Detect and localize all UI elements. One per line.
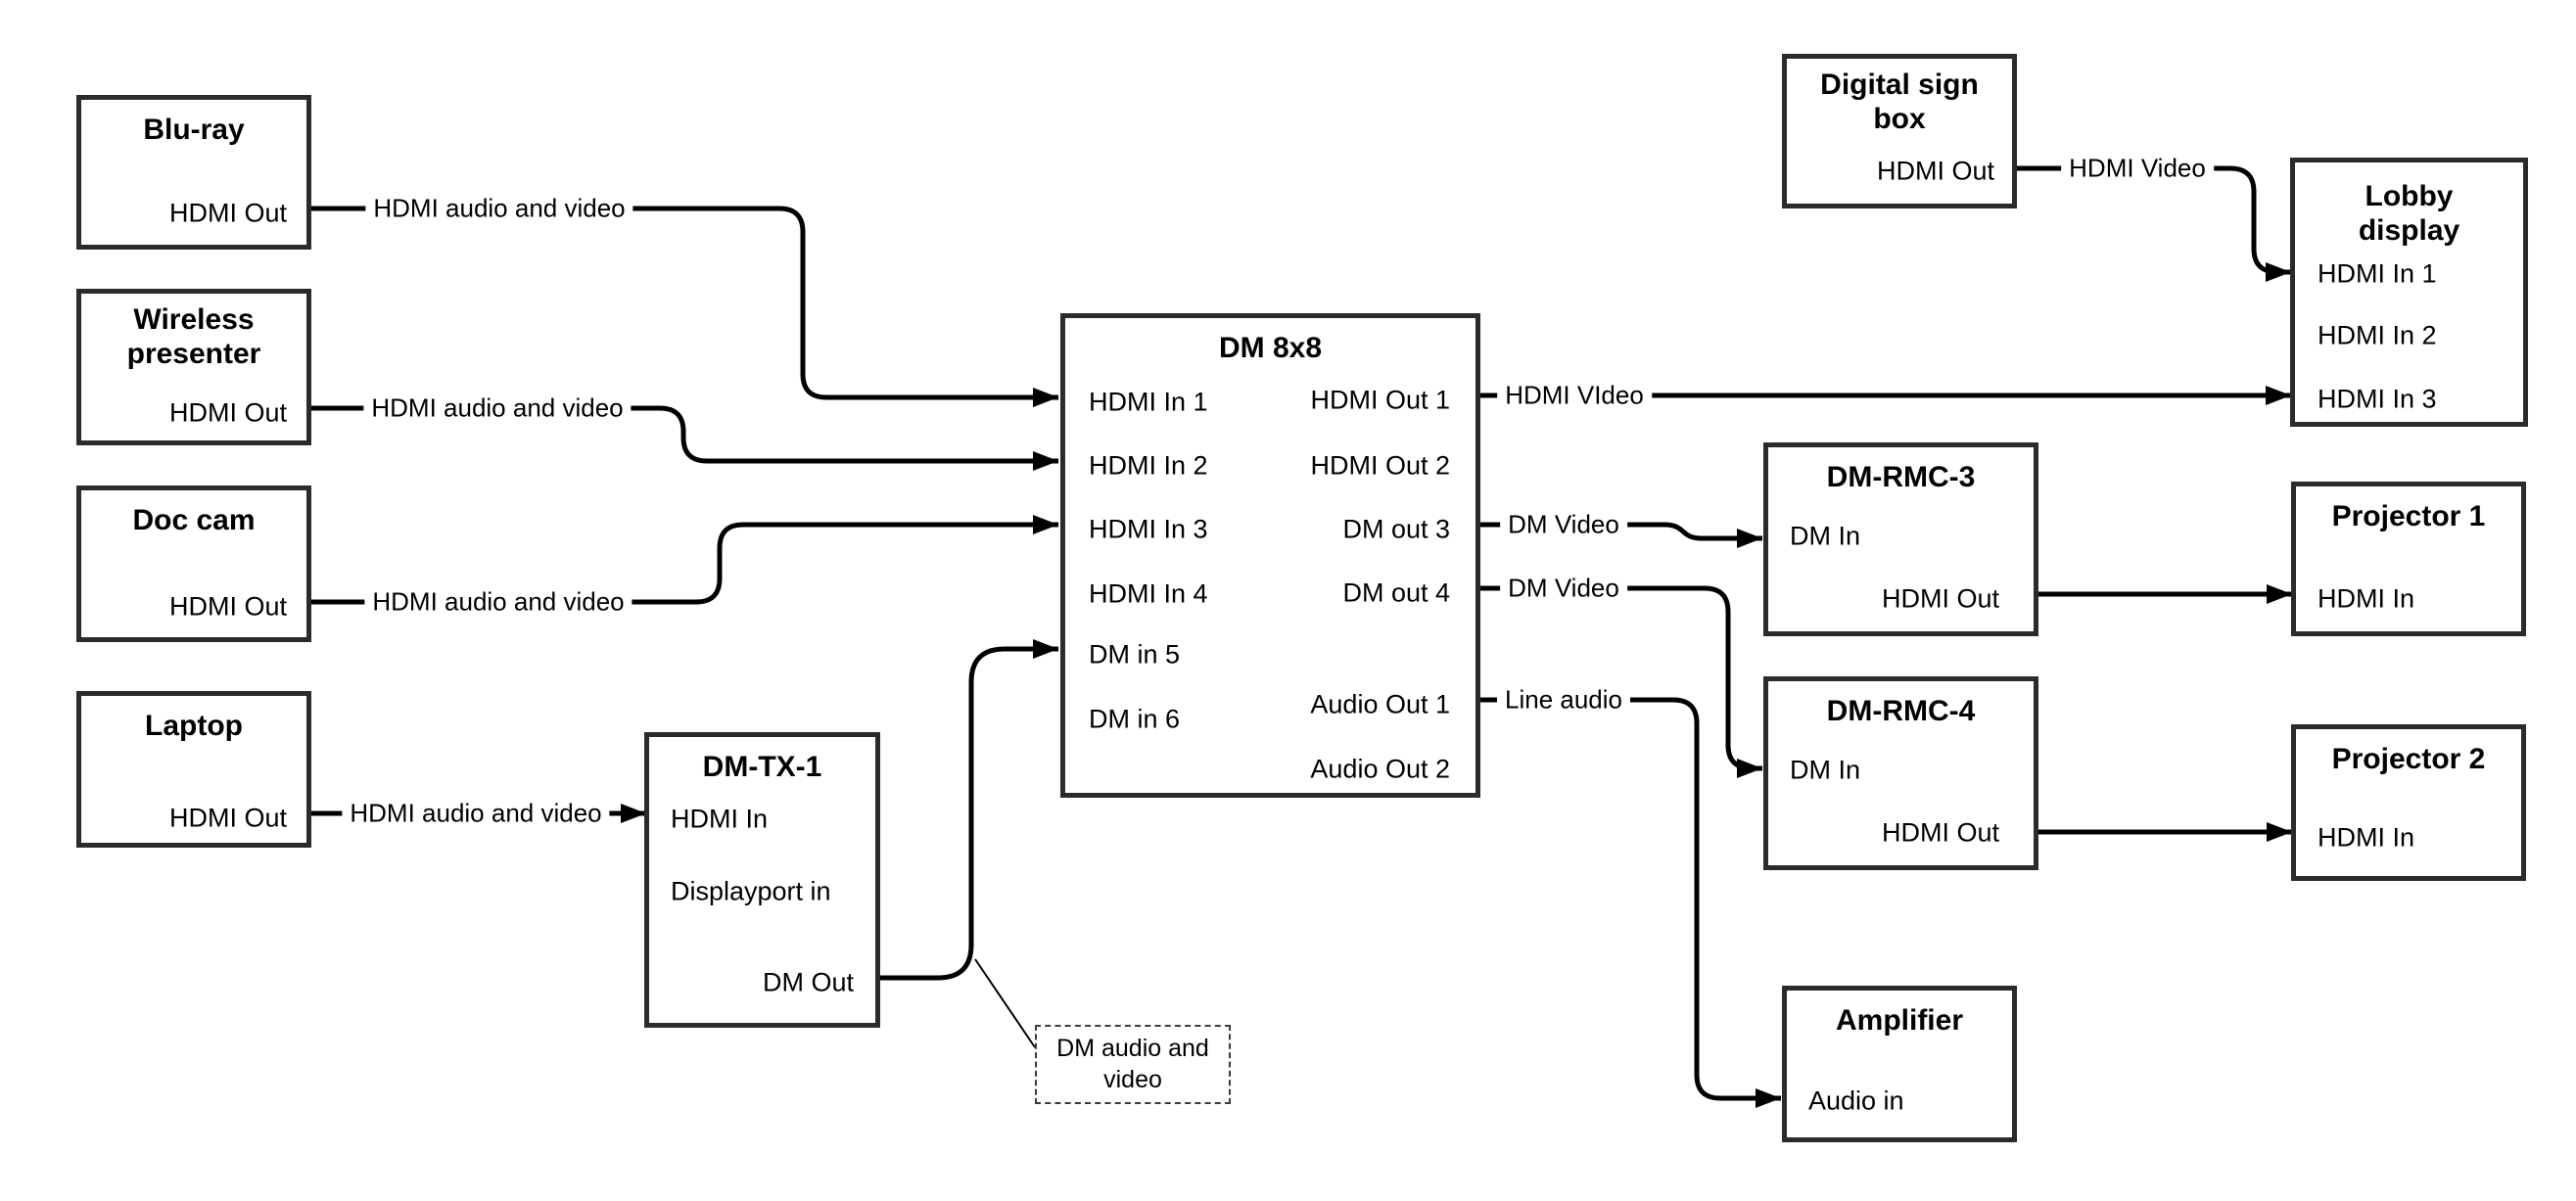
port-dm-in-6: DM in 6	[1089, 704, 1181, 734]
node-wireless-presenter: Wireless presenter HDMI Out	[76, 289, 311, 445]
node-dm-rmc-3: DM-RMC-3 DM In HDMI Out	[1763, 442, 2038, 636]
edge-label-audio1-amp: Line audio	[1497, 684, 1630, 716]
port-audio-in: Audio in	[1808, 1086, 1904, 1116]
node-bluray: Blu-ray HDMI Out	[76, 95, 311, 250]
port-hdmi-in-2: HDMI In 2	[1089, 450, 1208, 481]
node-laptop: Laptop HDMI Out	[76, 691, 311, 848]
port-hdmi-out: HDMI Out	[168, 591, 287, 622]
port-hdmi-out: HDMI Out	[1876, 156, 1994, 186]
node-doc-cam: Doc cam HDMI Out	[76, 485, 311, 642]
edge-label-laptop-dmtx1: HDMI audio and video	[342, 798, 610, 829]
port-hdmi-in-2: HDMI In 2	[2318, 320, 2437, 350]
node-title: DM 8x8	[1218, 332, 1323, 364]
edge-label-out3-rmc3: DM Video	[1500, 509, 1627, 540]
node-title: Blu-ray	[143, 114, 245, 146]
node-title: DM-RMC-4	[1826, 695, 1976, 727]
port-dm-out-4: DM out 4	[1342, 577, 1450, 608]
edge-label-bluray-dm8x8: HDMI audio and video	[365, 193, 633, 224]
node-title: Projector 1	[2331, 500, 2486, 532]
node-title: DM-TX-1	[702, 751, 822, 783]
node-lobby-display: Lobby display HDMI In 1 HDMI In 2 HDMI I…	[2290, 158, 2528, 427]
port-audio-out-2: Audio Out 2	[1310, 754, 1450, 784]
port-hdmi-out: HDMI Out	[168, 198, 287, 228]
edge-wireless-dm8x8	[311, 405, 1058, 471]
node-title: Wireless presenter	[126, 303, 261, 370]
node-digital-sign-box: Digital sign box HDMI Out	[1782, 54, 2017, 208]
node-amplifier: Amplifier Audio in	[1782, 986, 2017, 1142]
port-hdmi-in: HDMI In	[2318, 583, 2415, 614]
port-displayport-in: Displayport in	[671, 876, 831, 906]
port-hdmi-in: HDMI In	[671, 804, 769, 834]
edge-label-doccam-dm8x8: HDMI audio and video	[364, 586, 632, 618]
port-hdmi-in: HDMI In	[2318, 822, 2415, 853]
edge-bluray-dm8x8	[311, 206, 1058, 407]
edge-doccam-dm8x8	[311, 515, 1058, 605]
port-hdmi-in-4: HDMI In 4	[1089, 578, 1208, 609]
node-dm-8x8: DM 8x8 HDMI In 1 HDMI In 2 HDMI In 3 HDM…	[1060, 313, 1480, 798]
edge-out4-rmc4	[1480, 585, 1762, 778]
note-callout-line	[974, 958, 1036, 1048]
port-dm-in-5: DM in 5	[1089, 639, 1181, 670]
port-audio-out-1: Audio Out 1	[1310, 689, 1450, 719]
port-hdmi-out-1: HDMI Out 1	[1310, 385, 1450, 415]
node-projector-2: Projector 2 HDMI In	[2291, 724, 2526, 881]
port-dm-in: DM In	[1790, 521, 1861, 551]
edge-dmtx1-dm8x8	[880, 639, 1058, 981]
edge-label-digisign-lobby: HDMI Video	[2061, 153, 2214, 184]
port-hdmi-out: HDMI Out	[168, 803, 287, 833]
edge-label-out1-lobby: HDMI VIdeo	[1497, 380, 1652, 411]
node-title: Doc cam	[132, 504, 256, 536]
edge-label-out4-rmc4: DM Video	[1500, 573, 1627, 604]
node-dm-rmc-4: DM-RMC-4 DM In HDMI Out	[1763, 676, 2038, 870]
node-title: Lobby display	[2358, 180, 2460, 247]
port-hdmi-out: HDMI Out	[168, 397, 287, 428]
port-hdmi-out: HDMI Out	[1881, 817, 1999, 848]
node-title: Laptop	[145, 710, 243, 742]
edge-out3-rmc3	[1480, 522, 1762, 548]
port-dm-out: DM Out	[762, 967, 854, 997]
node-title: DM-RMC-3	[1826, 461, 1976, 493]
note-dm-audio-and-video: DM audio and video	[1035, 1025, 1231, 1104]
edge-audio1-amp	[1480, 697, 1781, 1108]
edge-label-wireless-dm8x8: HDMI audio and video	[363, 393, 632, 424]
port-hdmi-in-1: HDMI In 1	[2318, 258, 2437, 289]
port-dm-out-3: DM out 3	[1342, 514, 1450, 544]
port-hdmi-in-3: HDMI In 3	[2318, 384, 2437, 414]
node-projector-1: Projector 1 HDMI In	[2291, 482, 2526, 636]
node-title: Digital sign box	[1820, 69, 1979, 135]
edge-digisign-lobby	[2017, 165, 2291, 282]
port-hdmi-in-1: HDMI In 1	[1089, 387, 1208, 417]
port-hdmi-out: HDMI Out	[1881, 583, 1999, 614]
node-title: Projector 2	[2331, 743, 2486, 775]
port-hdmi-in-3: HDMI In 3	[1089, 514, 1208, 544]
node-dm-tx-1: DM-TX-1 HDMI In Displayport in DM Out	[644, 732, 880, 1028]
node-title: Amplifier	[1835, 1004, 1964, 1037]
port-dm-in: DM In	[1790, 755, 1861, 785]
port-hdmi-out-2: HDMI Out 2	[1310, 450, 1450, 481]
